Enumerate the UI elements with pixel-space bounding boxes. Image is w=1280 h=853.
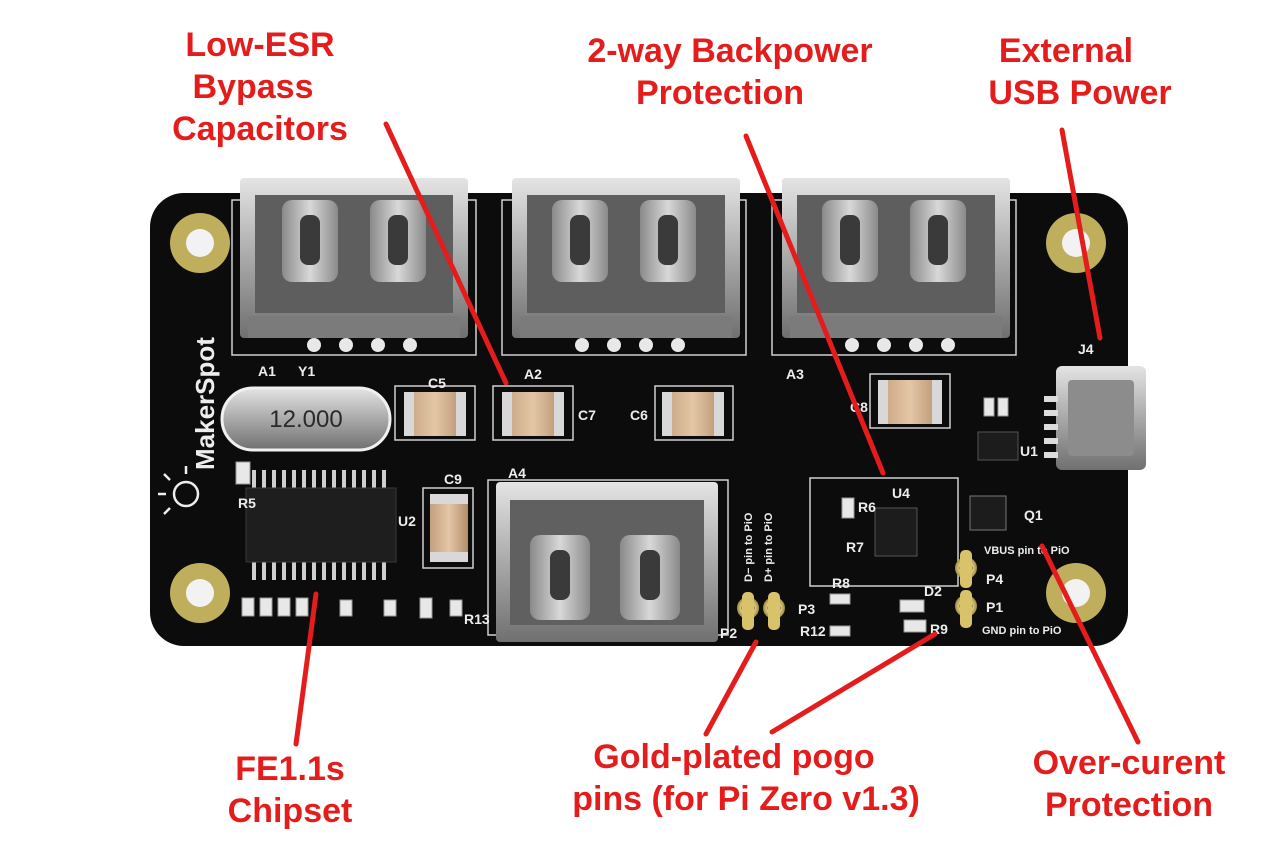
leader-line-pogo-left	[703, 639, 759, 737]
capacitor-c8	[878, 380, 942, 424]
label-line: Low-ESR	[185, 26, 335, 64]
usb-port-a4	[496, 482, 718, 642]
silk-d2: D2	[924, 583, 942, 599]
leader-line-backpower	[743, 133, 886, 476]
chip-u1	[977, 431, 1019, 461]
label-line: Protection	[635, 74, 805, 112]
mounting-hole	[170, 563, 230, 623]
silk-r13: R13	[464, 611, 490, 627]
silk-u2: U2	[398, 513, 416, 529]
silk-gnd: GND pin to PiO	[982, 625, 1062, 637]
crystal-text: 12.000	[269, 406, 342, 433]
label-line: 2-way Backpower	[587, 32, 873, 70]
crystal-y1: 12.000	[220, 386, 392, 452]
silk-u1: U1	[1020, 443, 1038, 459]
leader-line-chipset	[293, 591, 319, 747]
leader-line-usb-power	[1059, 127, 1103, 341]
silk-c9: C9	[444, 471, 462, 487]
label-backpower-protection: 2-way Backpower Protection	[560, 30, 900, 114]
silk-r8: R8	[832, 575, 850, 591]
usb-port-a2	[512, 178, 740, 338]
silk-u4: U4	[892, 485, 910, 501]
label-line: Chipset	[227, 792, 353, 830]
silk-r12: R12	[800, 623, 826, 639]
label-line: Bypass	[192, 68, 314, 106]
usb-port-a1	[240, 178, 468, 338]
mounting-hole	[1046, 213, 1106, 273]
micro-usb-j4	[1044, 366, 1146, 470]
label-line: USB Power	[988, 74, 1172, 112]
label-overcurrent-protection: Over-curent Protection	[1014, 742, 1244, 826]
silk-a1: A1	[258, 363, 276, 379]
silk-p4: P4	[986, 571, 1003, 587]
silk-c6: C6	[630, 407, 648, 423]
capacitor-c7	[502, 392, 564, 436]
label-line: Over-curent	[1032, 744, 1226, 782]
brand-logo: MakerSpot	[190, 337, 220, 470]
chip-u4	[874, 507, 918, 557]
silk-c7: C7	[578, 407, 596, 423]
silk-p3: P3	[798, 601, 815, 617]
label-line: Gold-plated pogo	[593, 738, 875, 776]
usb-port-a3	[782, 178, 1010, 338]
silk-r6: R6	[858, 499, 876, 515]
mounting-hole	[170, 213, 230, 273]
lightbulb-icon	[158, 466, 200, 515]
silk-q1: Q1	[1024, 507, 1043, 523]
silk-r5: R5	[238, 495, 256, 511]
capacitor-c9	[430, 494, 468, 562]
pogo-pin-p2	[737, 592, 759, 630]
label-line: Capacitors	[172, 110, 348, 148]
silk-j4: J4	[1078, 341, 1094, 357]
silk-a2: A2	[524, 366, 542, 382]
silk-vbus: VBUS pin to PiO	[984, 545, 1070, 557]
leader-line-bypass	[383, 121, 509, 386]
capacitor-c5	[404, 392, 466, 436]
label-pogo-pins: Gold-plated pogo pins (for Pi Zero v1.3)	[546, 736, 946, 820]
silk-y1: Y1	[298, 363, 315, 379]
pogo-pin-p4	[955, 550, 977, 588]
silk-r7: R7	[846, 539, 864, 555]
leader-line-overcurrent	[1039, 543, 1141, 745]
pogo-pin-p3	[763, 592, 785, 630]
silk-p2: P2	[720, 625, 737, 641]
label-line: FE1.1s	[235, 750, 345, 788]
leader-line-pogo-right	[769, 631, 938, 735]
mosfet-q1	[969, 495, 1007, 531]
silk-dminus: D− pin to PiO	[743, 512, 755, 582]
label-line: External	[998, 32, 1134, 70]
label-line: Protection	[1044, 786, 1214, 824]
chip-u2	[245, 470, 397, 580]
capacitor-c6	[662, 392, 724, 436]
silk-c5: C5	[428, 375, 446, 391]
silk-dplus: D+ pin to PiO	[763, 512, 775, 582]
label-line: pins (for Pi Zero v1.3)	[572, 780, 920, 818]
label-chipset: FE1.1s Chipset	[200, 748, 380, 832]
silk-p1: P1	[986, 599, 1003, 615]
silk-a4: A4	[508, 465, 526, 481]
silk-a3: A3	[786, 366, 804, 382]
label-usb-power: External USB Power	[970, 30, 1190, 114]
label-bypass-capacitors: Low-ESR Bypass Capacitors	[160, 24, 360, 150]
pogo-pin-p1	[955, 590, 977, 628]
